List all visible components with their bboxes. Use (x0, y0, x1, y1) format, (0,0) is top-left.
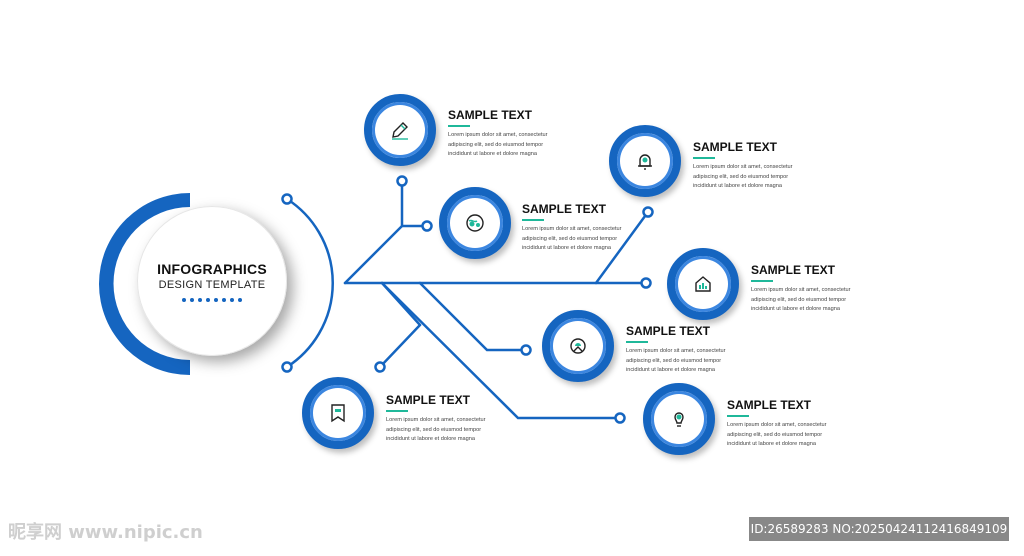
step-1-title: SAMPLE TEXT (448, 108, 533, 122)
branch-step-7 (380, 281, 622, 420)
hub-dots (182, 297, 242, 302)
connector-dot (642, 206, 654, 218)
step-4-text: SAMPLE TEXT Lorem ipsum dolor sit amet, … (693, 140, 805, 192)
step-5-rule (751, 280, 773, 282)
step-6-title: SAMPLE TEXT (626, 324, 711, 338)
globe-chat-icon (466, 214, 484, 232)
hub-arc (285, 197, 334, 369)
headset-icon (570, 338, 586, 354)
step-3-title: SAMPLE TEXT (386, 393, 471, 407)
step-7-text: SAMPLE TEXT Lorem ipsum dolor sit amet, … (727, 398, 839, 450)
connector-dot (374, 361, 386, 373)
step-4-body: Lorem ipsum dolor sit amet, consectetur … (693, 164, 793, 190)
step-4-title: SAMPLE TEXT (693, 140, 778, 154)
branch-step-4 (594, 210, 650, 285)
bookmark-icon (331, 404, 345, 423)
step-2-rule (522, 219, 544, 221)
step-5-node (667, 248, 739, 320)
step-2-body: Lorem ipsum dolor sit amet, consectetur … (522, 226, 622, 252)
step-1-text: SAMPLE TEXT Lorem ipsum dolor sit amet, … (448, 108, 560, 160)
hub-circle: INFOGRAPHICS DESIGN TEMPLATE (137, 206, 287, 356)
step-5-text: SAMPLE TEXT Lorem ipsum dolor sit amet, … (751, 263, 863, 315)
branch-step-6 (418, 281, 528, 352)
step-6-body: Lorem ipsum dolor sit amet, consectetur … (626, 348, 726, 374)
step-7-body: Lorem ipsum dolor sit amet, consectetur … (727, 422, 827, 448)
id-watermark: ID:26589283 NO:20250424112416849109 (749, 517, 1009, 541)
step-1-node (364, 94, 436, 166)
bell-icon (638, 154, 652, 170)
step-6-rule (626, 341, 648, 343)
step-4-node (609, 125, 681, 197)
hub-subtitle: DESIGN TEMPLATE (158, 278, 266, 291)
connector-dot (640, 277, 652, 289)
step-5-body: Lorem ipsum dolor sit amet, consectetur … (751, 287, 851, 313)
connector-dot (614, 412, 626, 424)
step-1-rule (448, 125, 470, 127)
step-6-node (542, 310, 614, 382)
step-2-node (439, 187, 511, 259)
pencil-icon (392, 122, 408, 140)
connector-dot (520, 344, 532, 356)
house-chart-icon (695, 276, 711, 292)
connector-dot (421, 220, 433, 232)
step-3-node (302, 377, 374, 449)
step-1-body: Lorem ipsum dolor sit amet, consectetur … (448, 132, 548, 158)
site-watermark: 昵享网 www.nipic.cn (8, 522, 203, 543)
step-6-text: SAMPLE TEXT Lorem ipsum dolor sit amet, … (626, 324, 738, 376)
step-4-rule (693, 157, 715, 159)
branch-step-1 (343, 179, 404, 285)
connector-dot (281, 193, 293, 205)
step-7-rule (727, 415, 749, 417)
step-3-text: SAMPLE TEXT Lorem ipsum dolor sit amet, … (386, 393, 498, 445)
step-7-node (643, 383, 715, 455)
step-2-text: SAMPLE TEXT Lorem ipsum dolor sit amet, … (522, 202, 634, 254)
connector-dot (281, 361, 293, 373)
step-7-title: SAMPLE TEXT (727, 398, 812, 412)
connector-dot (396, 175, 408, 187)
hub-title: INFOGRAPHICS (157, 260, 267, 277)
lightbulb-icon (674, 412, 684, 427)
step-3-body: Lorem ipsum dolor sit amet, consectetur … (386, 417, 486, 443)
step-3-rule (386, 410, 408, 412)
branch-step-3 (378, 323, 422, 369)
hub-crescent (99, 193, 190, 375)
step-2-title: SAMPLE TEXT (522, 202, 607, 216)
step-5-title: SAMPLE TEXT (751, 263, 836, 277)
